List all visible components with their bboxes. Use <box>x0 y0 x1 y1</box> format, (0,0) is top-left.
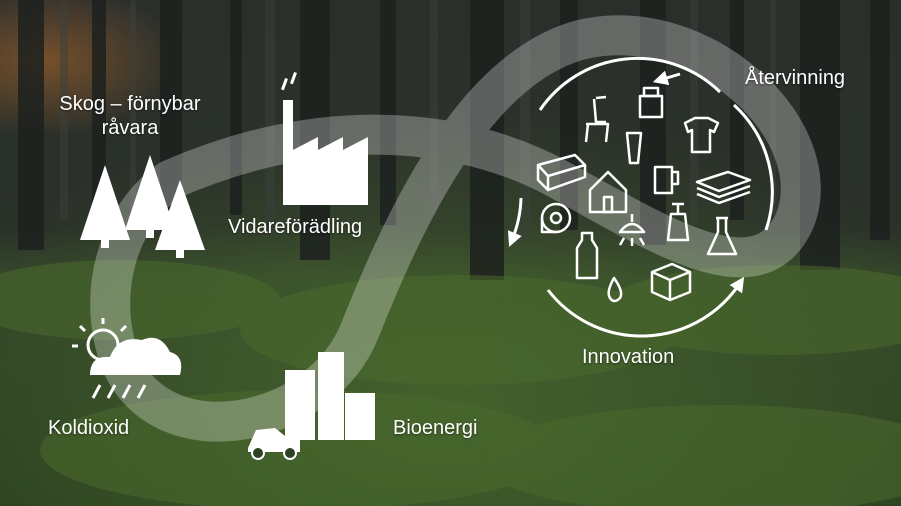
soap-dispenser-icon <box>666 202 690 242</box>
flask-icon <box>706 216 738 256</box>
toilet-roll-icon <box>540 202 572 234</box>
label-vidareforadling: Vidareförädling <box>228 216 363 238</box>
biofuel-tanks-car-icon <box>248 352 375 460</box>
cycle-arrows <box>507 56 774 338</box>
trees-icon <box>80 155 205 258</box>
sun-cloud-rain-icon <box>72 318 182 399</box>
product-icons <box>536 86 752 303</box>
label-bioenergi: Bioenergi <box>393 417 478 439</box>
cup-icon <box>625 131 643 165</box>
label-atervinning: Återvinning <box>745 67 846 89</box>
timber-icon <box>536 153 587 192</box>
box-icon <box>650 262 692 302</box>
label-koldioxid: Koldioxid <box>48 417 130 439</box>
jar-icon <box>638 86 664 119</box>
bottle-icon <box>575 231 599 280</box>
paper-stack-icon <box>695 170 752 205</box>
label-skog-line1: Skog – förnybar <box>59 93 201 115</box>
factory-icon <box>281 72 368 205</box>
chair-icon <box>584 95 610 143</box>
lamp-icon <box>618 214 646 246</box>
label-skog: Skog – förnybar råvara <box>25 92 235 140</box>
mug-icon <box>653 165 680 195</box>
house-icon <box>588 170 628 214</box>
label-skog-line2: råvara <box>101 117 159 139</box>
label-innovation: Innovation <box>582 346 675 368</box>
drop-icon <box>607 276 623 303</box>
tshirt-icon <box>683 116 720 154</box>
